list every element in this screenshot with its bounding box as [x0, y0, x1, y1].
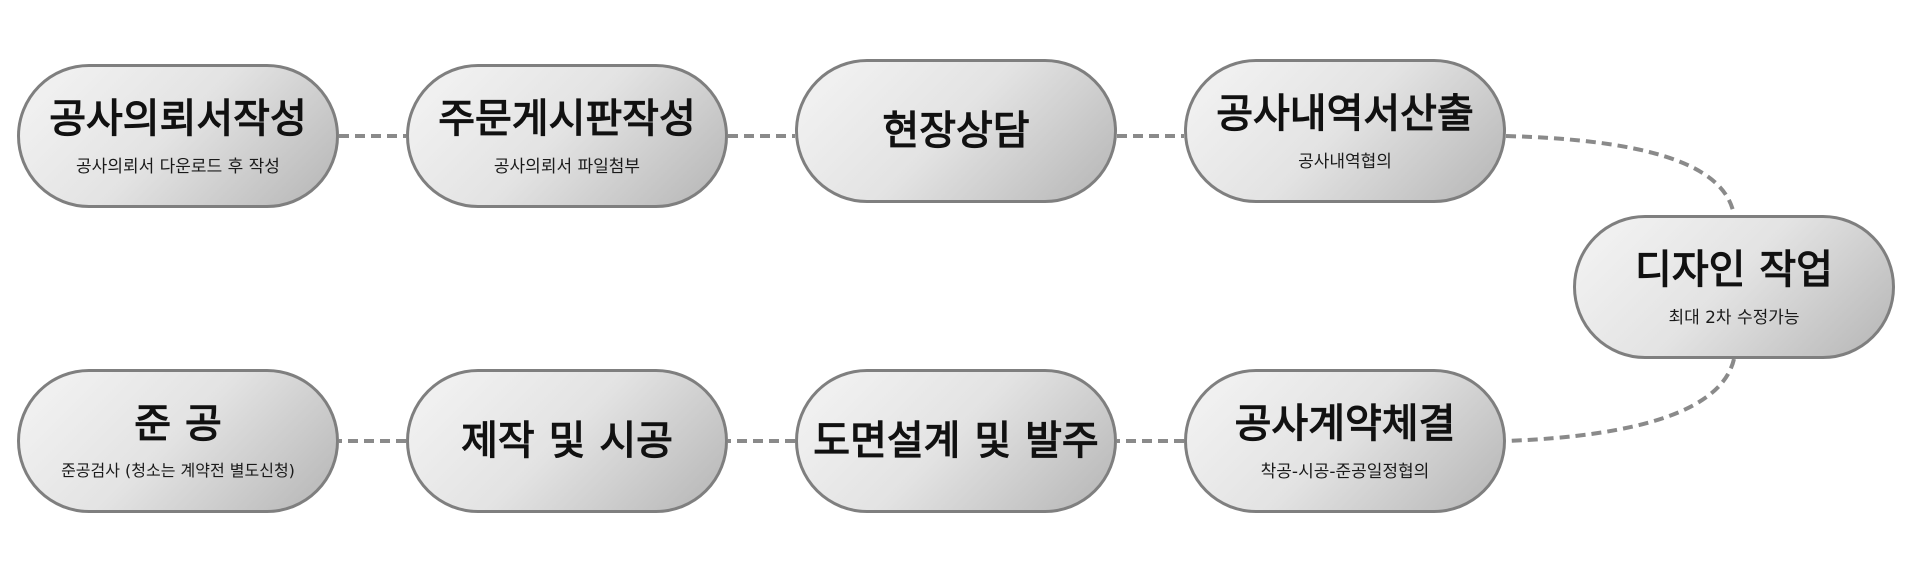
step-title: 도면설계 및 발주 [813, 418, 1099, 464]
step-subtitle: 최대 2차 수정가능 [1668, 307, 1800, 328]
step-subtitle: 착공-시공-준공일정협의 [1260, 461, 1430, 482]
step-production-construction: 제작 및 시공 [406, 369, 728, 513]
step-design-work: 디자인 작업 최대 2차 수정가능 [1573, 215, 1895, 359]
step-title: 공사계약체결 [1234, 400, 1456, 447]
step-subtitle: 공사의뢰서 파일첨부 [493, 156, 641, 177]
step-title: 주문게시판작성 [438, 95, 696, 142]
step-subtitle: 공사의뢰서 다운로드 후 작성 [76, 156, 280, 177]
connector-5-6 [1505, 358, 1736, 443]
step-title: 준 공 [134, 401, 222, 447]
step-order-board: 주문게시판작성 공사의뢰서 파일첨부 [406, 64, 728, 208]
step-title: 제작 및 시공 [461, 418, 673, 464]
step-subtitle: 공사내역협의 [1298, 151, 1392, 172]
step-cost-estimate: 공사내역서산출 공사내역협의 [1184, 59, 1506, 203]
step-title: 현장상담 [882, 108, 1030, 154]
step-subtitle: 준공검사 (청소는 계약전 별도신청) [61, 461, 295, 480]
step-site-consultation: 현장상담 [795, 59, 1117, 203]
step-title: 디자인 작업 [1635, 246, 1833, 293]
step-title: 공사내역서산출 [1216, 90, 1474, 137]
step-request-form: 공사의뢰서작성 공사의뢰서 다운로드 후 작성 [17, 64, 339, 208]
connector-4-5 [1505, 134, 1736, 216]
step-drawing-ordering: 도면설계 및 발주 [795, 369, 1117, 513]
step-completion: 준 공 준공검사 (청소는 계약전 별도신청) [17, 369, 339, 513]
step-contract: 공사계약체결 착공-시공-준공일정협의 [1184, 369, 1506, 513]
step-title: 공사의뢰서작성 [49, 95, 307, 142]
